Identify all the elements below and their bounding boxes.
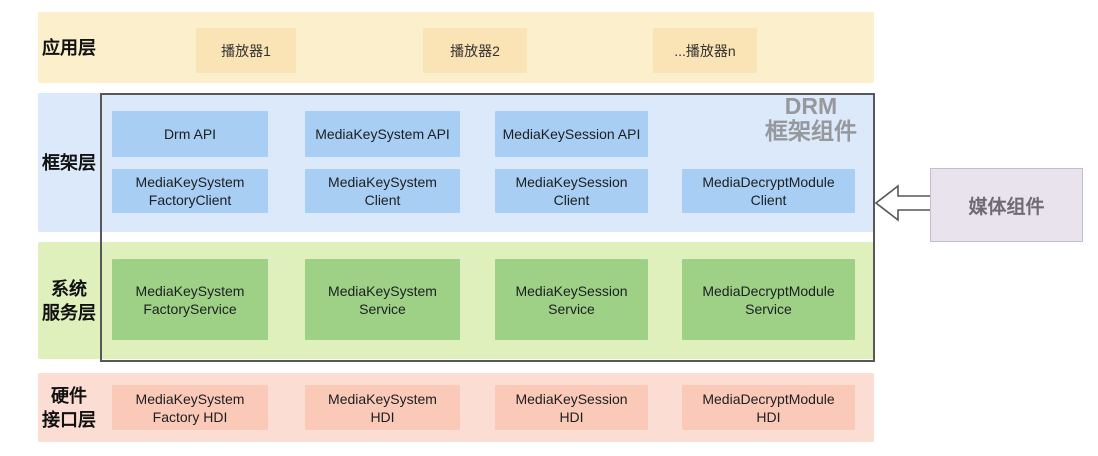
box-mediakeysystem-api: MediaKeySystem API (305, 111, 460, 157)
drm-group-title: DRM 框架组件 (765, 93, 857, 144)
box-mediakeysystem-factory-hdi: MediaKeySystem Factory HDI (112, 385, 268, 430)
box-mediadecryptmodule-client: MediaDecryptModule Client (682, 169, 855, 213)
app-layer-label: 应用层 (42, 37, 96, 58)
box-mediakeysession-hdi: MediaKeySession HDI (495, 385, 648, 430)
media-component-box: 媒体组件 (930, 168, 1083, 242)
hdi-layer-label: 硬件 接口层 (42, 385, 96, 430)
box-mediadecryptmodule-service: MediaDecryptModule Service (682, 259, 855, 340)
box-player-n: ...播放器n (653, 28, 757, 73)
box-player-1: 播放器1 (196, 28, 296, 73)
box-mediakeysystem-hdi: MediaKeySystem HDI (305, 385, 460, 430)
box-player-2: 播放器2 (423, 28, 527, 73)
box-mediakeysystem-factoryservice: MediaKeySystem FactoryService (112, 259, 268, 340)
box-drm-api: Drm API (112, 111, 268, 157)
drm-group-border (100, 93, 875, 362)
box-mediakeysession-service: MediaKeySession Service (495, 259, 648, 340)
box-mediakeysystem-service: MediaKeySystem Service (305, 259, 460, 340)
box-mediakeysession-client: MediaKeySession Client (495, 169, 648, 213)
arrow-left-icon (872, 181, 934, 225)
box-mediakeysystem-client: MediaKeySystem Client (305, 169, 460, 213)
box-mediakeysession-api: MediaKeySession API (495, 111, 648, 157)
box-mediakeysystem-factoryclient: MediaKeySystem FactoryClient (112, 169, 268, 213)
box-mediadecryptmodule-hdi: MediaDecryptModule HDI (682, 385, 855, 430)
framework-layer-label: 框架层 (42, 152, 96, 173)
service-layer-label: 系统 服务层 (42, 278, 96, 323)
